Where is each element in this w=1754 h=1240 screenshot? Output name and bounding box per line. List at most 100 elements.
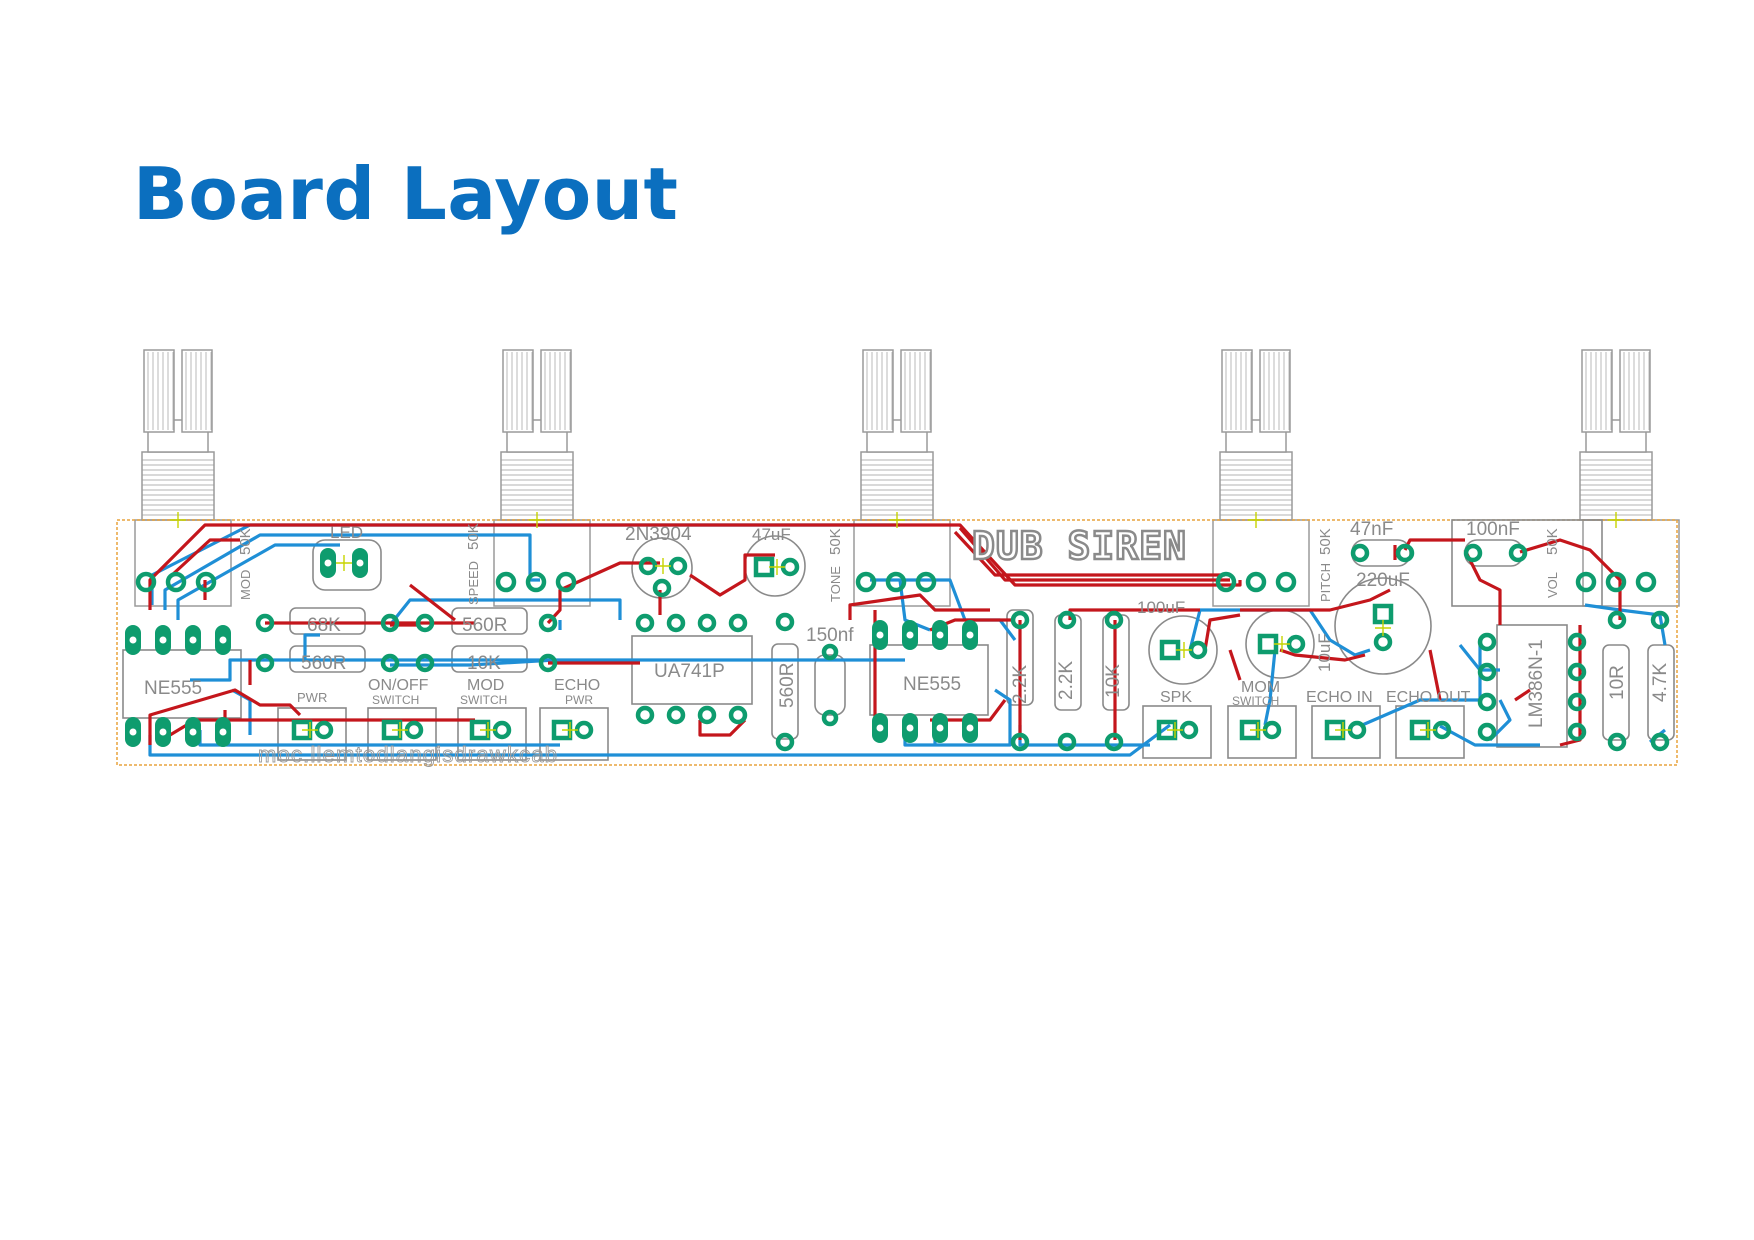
silkscreen-text: DUB SIREN moc.llemtodlangisdrawkcab 50K …	[144, 519, 1671, 767]
label-220uf: 220uF	[1356, 570, 1410, 591]
header-outline	[1142, 705, 1212, 759]
component-pads	[125, 512, 1670, 752]
label-10k-b: 10K	[1103, 664, 1124, 698]
cross-mark	[769, 559, 785, 575]
cap-pad	[1350, 543, 1370, 563]
resistor-pad	[1607, 610, 1627, 630]
header-outline	[367, 707, 437, 761]
header-outline	[457, 707, 527, 761]
label-ne555-b: NE555	[903, 674, 961, 695]
label-hdr-onoff-sub: SWITCH	[372, 693, 419, 707]
label-10r: 10R	[1607, 665, 1628, 700]
cross-mark	[336, 555, 352, 571]
ic-pad-hole	[159, 728, 167, 736]
resistor-pad	[380, 613, 400, 633]
potentiometer-shaft	[1212, 349, 1310, 607]
pot-pad	[1575, 571, 1597, 593]
pot-knurl-left	[1581, 349, 1613, 433]
resistor-pad	[415, 613, 435, 633]
pot-pad	[1605, 571, 1627, 593]
ic-pad-hole	[189, 728, 197, 736]
cap-pad	[1257, 633, 1279, 655]
pot-pad	[195, 571, 217, 593]
label-2k2-b: 2.2K	[1056, 661, 1077, 700]
pot-knurl-right	[181, 349, 213, 433]
cross-mark	[1274, 636, 1290, 652]
ic-pad	[1477, 722, 1497, 742]
top-layer-traces	[148, 523, 1622, 747]
ic-pad-hole	[906, 724, 914, 732]
label-10uf: 10uF	[1315, 633, 1334, 672]
pot-pad	[135, 571, 157, 593]
top-trace	[1514, 688, 1531, 702]
pot-knurl-left	[1221, 349, 1253, 433]
pot-pad	[495, 571, 517, 593]
label-2k2-a: 2.2K	[1010, 665, 1031, 704]
top-trace	[1240, 588, 1391, 612]
pot-pad	[1635, 571, 1657, 593]
cross-mark	[889, 512, 905, 528]
resistor-outline	[289, 607, 366, 635]
label-4k7: 4.7K	[1650, 663, 1671, 702]
resistor-pad	[538, 653, 558, 673]
led-outline	[312, 539, 382, 591]
label-68k: 68K	[307, 615, 341, 636]
ic-pad-hole	[129, 636, 137, 644]
pot-pad	[855, 571, 877, 593]
resistor-pad	[1010, 610, 1030, 630]
bottom-trace	[903, 688, 1012, 747]
top-trace	[1279, 648, 1366, 662]
cap-pad	[1508, 543, 1528, 563]
header-outline	[1395, 705, 1465, 759]
pot-pad	[915, 571, 937, 593]
resistor-outline	[771, 643, 799, 740]
potentiometer-shaft	[1579, 349, 1680, 607]
transistor-pad	[638, 556, 658, 576]
cross-mark	[529, 512, 545, 528]
capacitor-outline	[1148, 615, 1218, 685]
top-trace	[148, 523, 1242, 610]
potentiometer-shaft	[853, 349, 951, 607]
top-trace	[148, 688, 302, 745]
label-pot-speed-name: SPEED	[466, 561, 481, 605]
label-ua741p: UA741P	[654, 661, 725, 682]
resistor-pad	[1607, 732, 1627, 752]
ic-pad-hole	[189, 636, 197, 644]
cap-pad	[821, 643, 839, 661]
ic-pad	[1477, 632, 1497, 652]
top-trace	[958, 526, 1230, 582]
ic-pad	[666, 705, 686, 725]
label-pot-tone-value: 50K	[827, 528, 844, 555]
top-trace	[1519, 538, 1622, 620]
header-outline	[1311, 705, 1381, 759]
label-hdr-echo-out: ECHO OUT	[1386, 689, 1471, 706]
capacitor-150nf-outline	[814, 654, 846, 716]
cross-mark	[480, 722, 496, 738]
pot-bushing	[141, 451, 215, 521]
ic-pad	[666, 613, 686, 633]
top-trace	[409, 583, 456, 622]
pot-knurl-left	[862, 349, 894, 433]
label-100uf: 100uF	[1137, 598, 1185, 617]
pot-pad	[1245, 571, 1267, 593]
ic-pad-hole	[936, 631, 944, 639]
potentiometer-shaft	[493, 349, 591, 607]
label-pot-vol-value: 50K	[1544, 528, 1561, 555]
header-pad	[492, 720, 512, 740]
label-hdr-echo: ECHO	[554, 677, 600, 694]
pot-knurl-right	[900, 349, 932, 433]
pot-knurl-right	[540, 349, 572, 433]
ic-pad-hole	[876, 631, 884, 639]
cross-mark	[170, 512, 186, 528]
bottom-trace	[1584, 603, 1667, 646]
resistor-pad	[1010, 732, 1030, 752]
pot-pad	[1275, 571, 1297, 593]
label-hdr-pwr: PWR	[297, 690, 327, 705]
cross-mark	[1375, 620, 1391, 636]
resistor-pad	[1650, 732, 1670, 752]
pot-knurl-right	[1259, 349, 1291, 433]
resistor-pad	[415, 653, 435, 673]
mirrored-url-text: moc.llemtodlangisdrawkcab	[258, 742, 558, 767]
label-560r-c: 560R	[777, 663, 798, 708]
label-hdr-echo-in: ECHO IN	[1306, 689, 1373, 706]
